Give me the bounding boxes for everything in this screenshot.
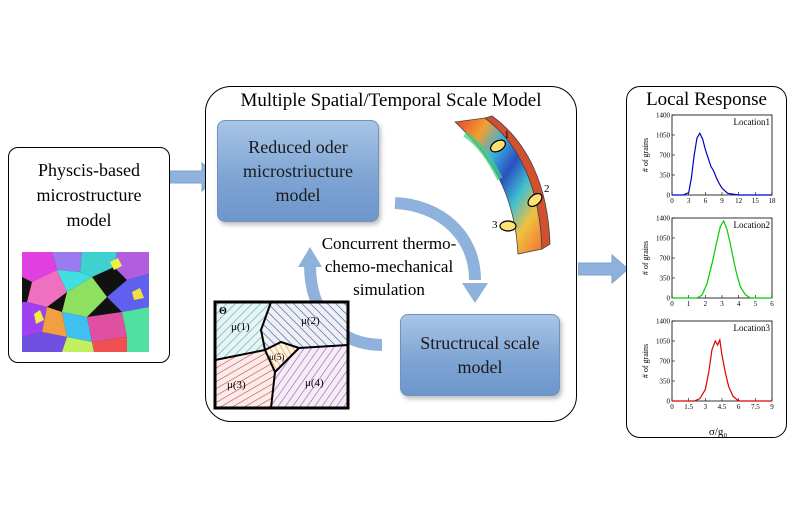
x-tick-label: 4 <box>737 300 741 308</box>
x-tick-label: 2 <box>704 300 708 308</box>
reduced-line-3: model <box>275 185 321 205</box>
ebsd-microstructure-image <box>22 252 149 352</box>
y-axis-label: # of grains <box>641 241 650 275</box>
chart-title: Location3 <box>734 323 771 333</box>
grain-label-mu1: μ(1) <box>231 321 250 333</box>
y-axis-label: # of grains <box>641 344 650 378</box>
structural-line-2: model <box>457 357 503 377</box>
y-tick-label: 700 <box>660 358 671 366</box>
x-tick-label: 3 <box>704 403 708 411</box>
y-tick-label: 1400 <box>656 112 671 120</box>
plot-frame <box>671 114 773 196</box>
y-tick-label: 700 <box>660 255 671 263</box>
y-tick-label: 350 <box>660 378 671 386</box>
location-marker-1: 1 <box>504 129 510 141</box>
title-line-3: model <box>66 210 112 230</box>
plot-frame <box>671 217 773 299</box>
y-tick-label: 1050 <box>656 132 671 140</box>
location-marker-2: 2 <box>544 183 550 195</box>
y-tick-label: 1400 <box>656 318 671 326</box>
grain-label-mu4: μ(4) <box>305 377 324 389</box>
y-tick-label: 700 <box>660 152 671 160</box>
microstructure-panel: Physcis-based microstructure model <box>8 147 170 363</box>
multiscale-model-title: Multiple Spatial/Temporal Scale Model <box>240 90 542 111</box>
series-line <box>672 337 772 402</box>
y-tick-label: 1400 <box>656 215 671 223</box>
y-tick-label: 0 <box>667 295 671 303</box>
chart-title: Location1 <box>734 117 771 127</box>
x-tick-label: 0 <box>670 197 674 205</box>
title-line-1: Physcis-based <box>38 160 140 180</box>
histogram-location-2: 0 350 700 1050 1400 0 1 2 3 4 5 6 # of grains Locatio… <box>641 215 774 309</box>
x-tick-label: 6 <box>704 197 708 205</box>
grain-partition-diagram: Θ μ(1) μ(2) μ(3) μ(4) μ(5) <box>213 300 350 410</box>
center-line-2: chemo-mechanical <box>324 257 454 276</box>
y-tick-label: 1050 <box>656 338 671 346</box>
microstructure-title: Physcis-based microstructure model <box>9 158 169 233</box>
plot-frame <box>671 320 773 402</box>
x-tick-label: 0 <box>670 403 674 411</box>
arrow-to-local-response <box>578 253 629 285</box>
title-line-2: microstructure <box>36 185 142 205</box>
histogram-location-1: 0 350 700 1050 1400 0 3 6 9 12 15 18 # of grains Loca… <box>641 112 776 206</box>
location-marker-3: 3 <box>492 219 498 231</box>
x-tick-label: 3 <box>687 197 691 205</box>
x-tick-label: 18 <box>769 197 777 205</box>
x-tick-label: 15 <box>752 197 760 205</box>
x-tick-label: 6 <box>737 403 741 411</box>
x-tick-label: 4.5 <box>718 403 727 411</box>
x-tick-label: 1 <box>687 300 691 308</box>
reduced-order-model-box: Reduced oder microstriucture model <box>217 120 379 222</box>
chart-title: Location2 <box>734 220 771 230</box>
x-tick-label: 12 <box>735 197 743 205</box>
y-tick-label: 1050 <box>656 235 671 243</box>
center-line-1: Concurrent thermo- <box>321 234 457 253</box>
y-tick-label: 350 <box>660 275 671 283</box>
grain-label-mu5: μ(5) <box>269 352 284 362</box>
x-tick-label: 3 <box>720 300 724 308</box>
x-tick-label: 9 <box>770 403 774 411</box>
y-tick-label: 350 <box>660 172 671 180</box>
reduced-line-1: Reduced oder <box>248 137 348 157</box>
series-line <box>672 219 772 299</box>
x-tick-label: 9 <box>720 197 724 205</box>
structural-scale-model-box: Structrucal scale model <box>400 314 560 396</box>
series-line <box>672 132 772 196</box>
y-tick-label: 0 <box>667 192 671 200</box>
structural-part-contour: 1 2 3 <box>454 115 551 255</box>
grain-label-theta: Θ <box>219 306 227 317</box>
concurrent-simulation-text: Concurrent thermo- chemo-mechanical simu… <box>300 232 478 301</box>
y-axis-label: # of grains <box>641 138 650 172</box>
structural-line-1: Structrucal scale <box>420 333 540 353</box>
xlabel: σ/g₀ <box>709 426 727 438</box>
y-tick-label: 0 <box>667 398 671 406</box>
center-line-3: simulation <box>353 280 425 299</box>
grain-label-mu2: μ(2) <box>301 315 320 327</box>
x-tick-label: 7.5 <box>751 403 760 411</box>
histogram-location-3: 0 350 700 1050 1400 0 1.5 3 4.5 6 7.5 9 # of grains L… <box>641 318 774 412</box>
reduced-line-2: microstriucture <box>243 161 353 181</box>
x-tick-label: 6 <box>770 300 774 308</box>
x-tick-label: 1.5 <box>684 403 693 411</box>
x-tick-label: 5 <box>754 300 758 308</box>
grain-label-mu3: μ(3) <box>227 379 246 391</box>
local-response-title: Local Response <box>646 89 767 110</box>
x-tick-label: 0 <box>670 300 674 308</box>
